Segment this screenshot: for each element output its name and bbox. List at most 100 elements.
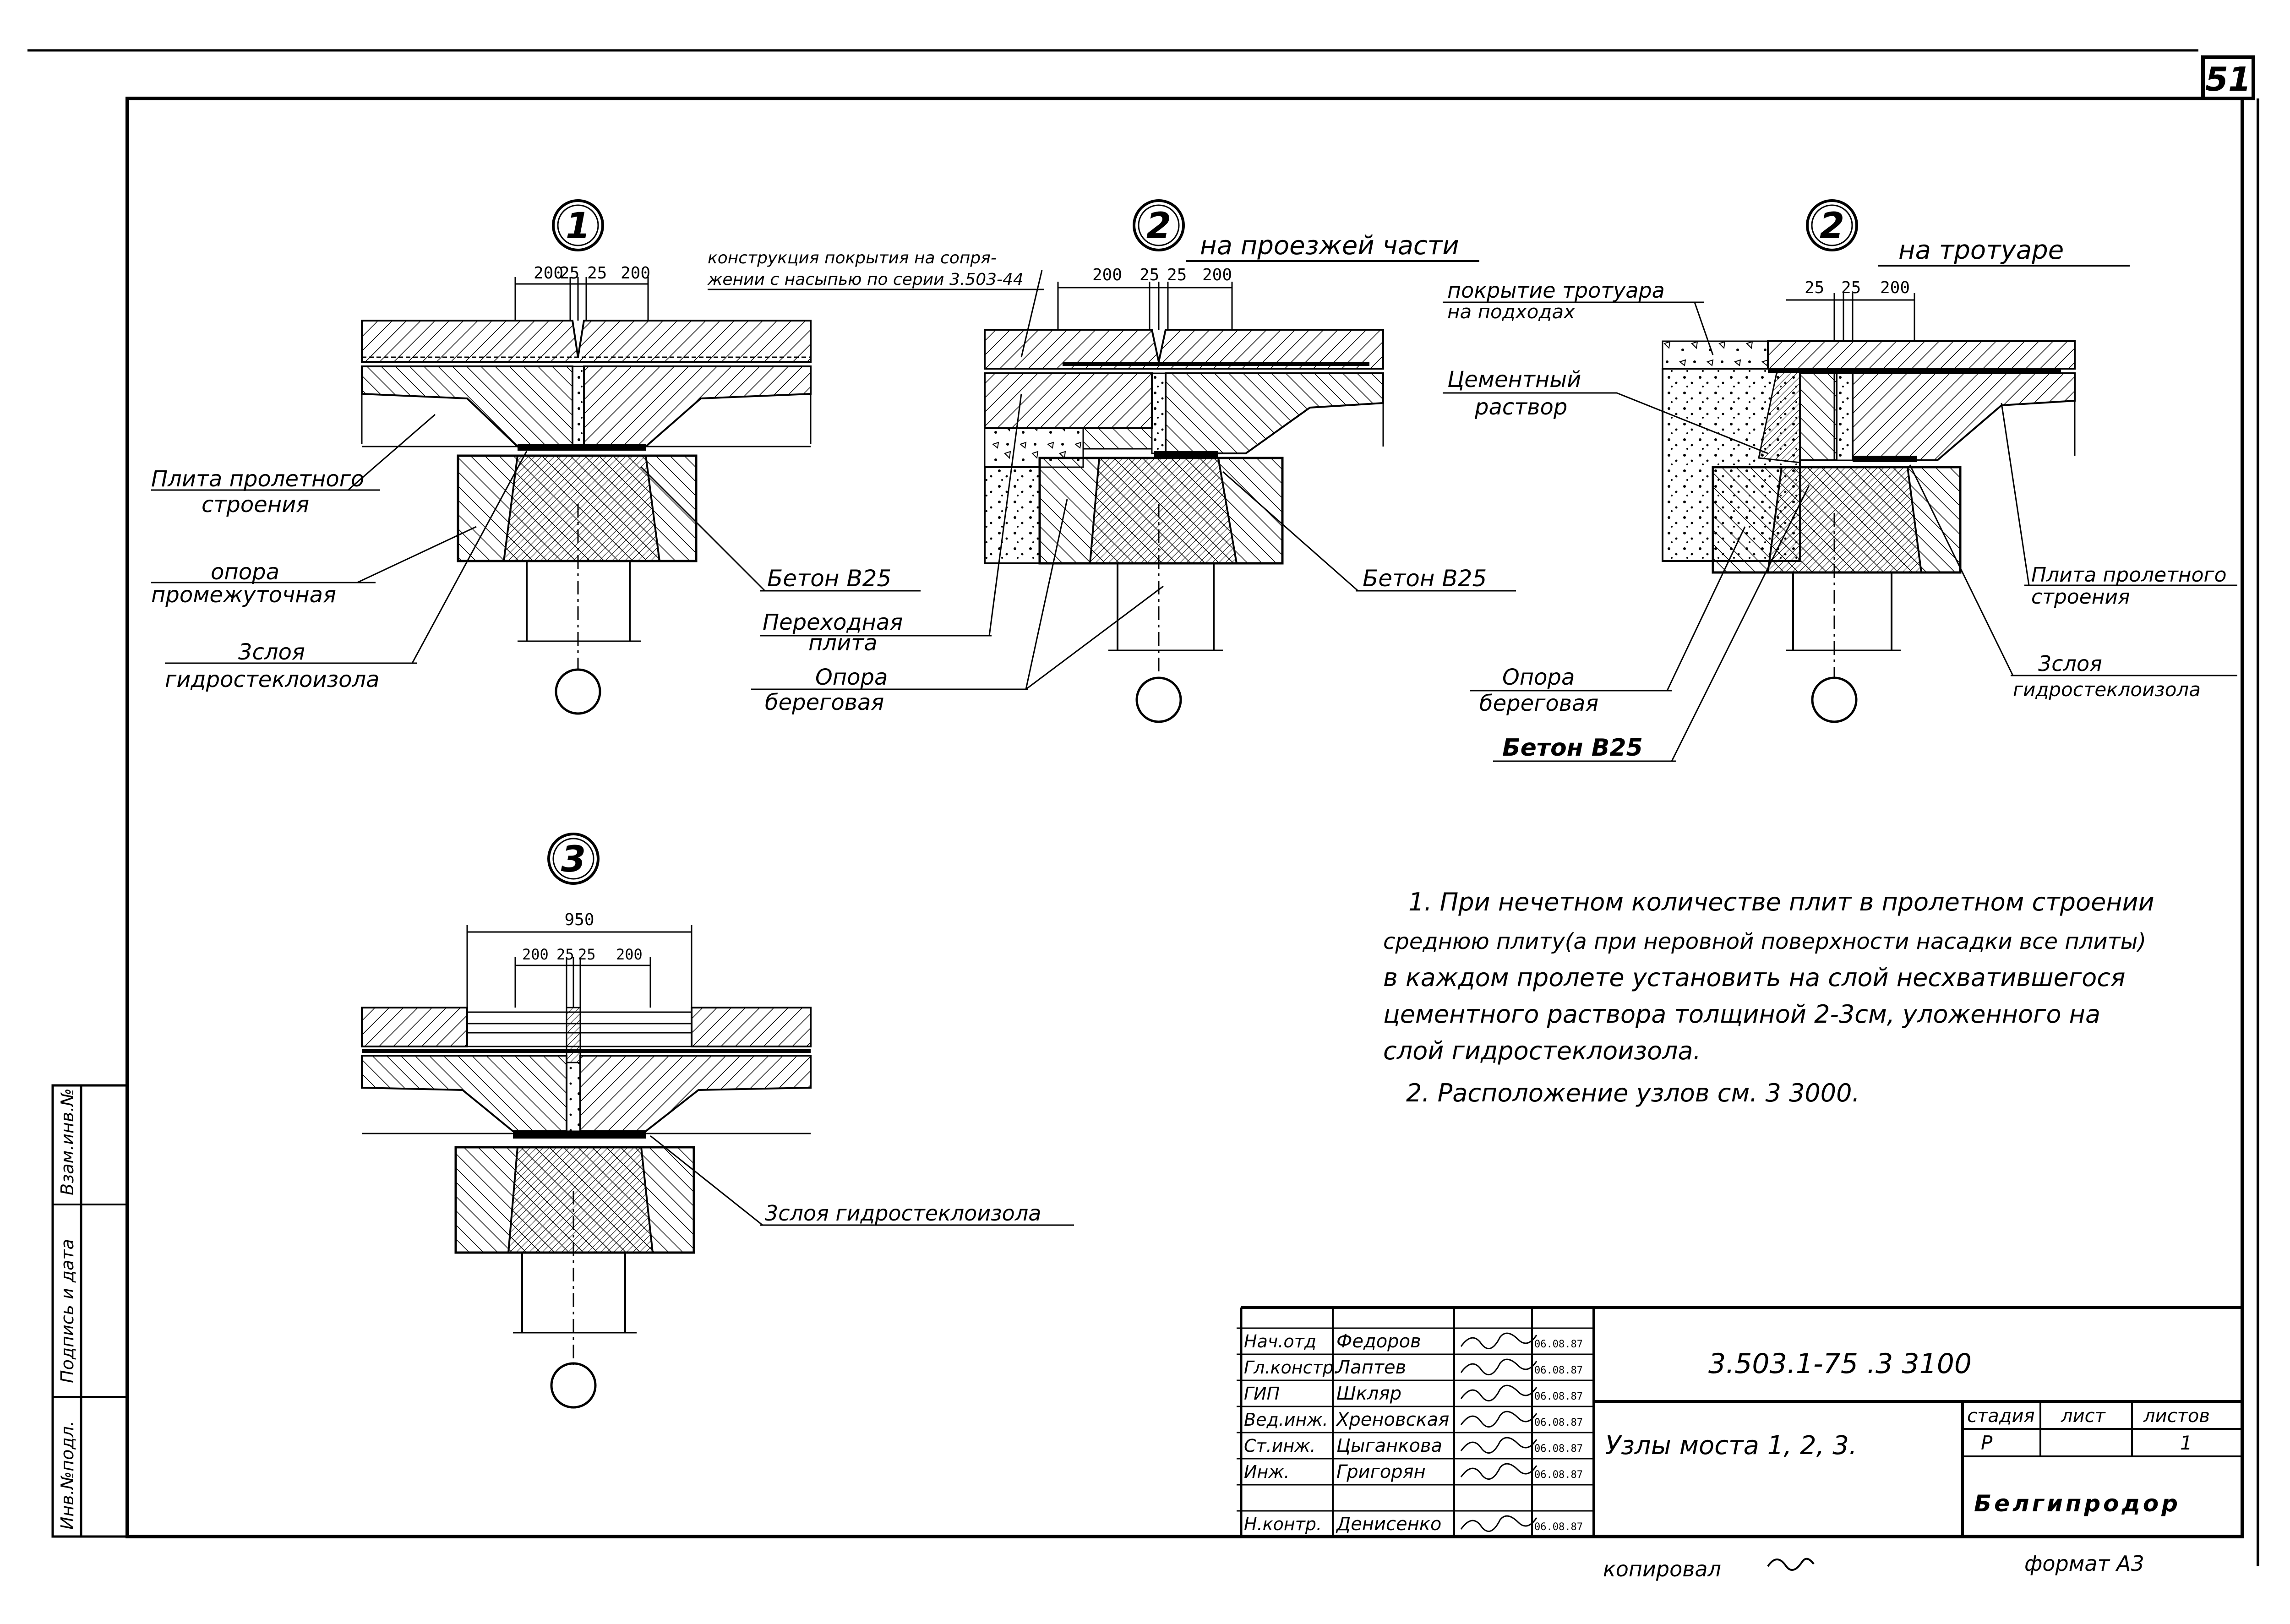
- sheet-number: 51: [2205, 60, 2251, 98]
- side-stamp-sign: Подпись и дата: [57, 1239, 77, 1383]
- d1-dim-3: 25: [587, 264, 607, 283]
- d1-dim-1: 200: [534, 264, 563, 283]
- stage-header: стадия: [1967, 1406, 2035, 1427]
- detail-3-number: 3: [561, 839, 586, 880]
- stamp-date: 06.08.87: [1534, 1365, 1583, 1376]
- side-stamp-inv: Инв.№подл.: [57, 1421, 77, 1530]
- d2-label-transition: Переходная плита: [760, 393, 1022, 656]
- copier-signature: [1767, 1558, 1815, 1571]
- detail-marker-1: [552, 199, 604, 251]
- d2b-label-concrete: Бетон В25: [1493, 485, 1810, 762]
- signature-mark: [1460, 1515, 1538, 1532]
- detail-2b-number: 2: [1820, 206, 1844, 247]
- signature-mark: [1460, 1437, 1538, 1454]
- svg-text:плита: плита: [808, 630, 878, 656]
- org-name: Белгипродор: [1974, 1490, 2181, 1517]
- signature-mark: [1460, 1332, 1538, 1349]
- svg-text:Опора: Опора: [815, 665, 888, 690]
- signature-mark: [1460, 1358, 1538, 1375]
- detail-marker-2: [1133, 199, 1185, 251]
- paper-format: формат А3: [2024, 1551, 2144, 1576]
- svg-text:береговая: береговая: [1479, 691, 1598, 716]
- svg-text:гидростеклоизола: гидростеклоизола: [2013, 678, 2201, 701]
- signature-mark: [1460, 1384, 1538, 1401]
- svg-text:раствор: раствор: [1474, 394, 1567, 420]
- d2b-label-pavement: покрытие тротуара на подходах: [1443, 278, 1714, 355]
- d3-dim-3: 25: [578, 946, 596, 963]
- detail-2: 2 на проезжей части конструкция покрытия…: [707, 199, 1516, 723]
- note-line-2: среднюю плиту(а при неровной поверхности…: [1383, 929, 2146, 954]
- d3-dim-2: 25: [556, 946, 574, 963]
- detail-marker-3: [547, 833, 600, 885]
- svg-text:строения: строения: [2031, 585, 2130, 609]
- d2-note-2: жении с насыпью по серии 3.503-44: [707, 270, 1024, 289]
- stamp-role: ГИП: [1244, 1384, 1280, 1404]
- svg-text:3слоя гидростеклоизола: 3слоя гидростеклоизола: [765, 1201, 1041, 1226]
- d2b-title: на тротуаре: [1898, 235, 2064, 265]
- d1-label-pier: опора промежуточная: [151, 526, 477, 608]
- stamp-role: Нач.отд: [1244, 1331, 1316, 1352]
- d2b-dim-3: 200: [1880, 278, 1910, 297]
- stamp-role: Ст.инж.: [1244, 1436, 1316, 1456]
- stamp-date: 06.08.87: [1534, 1417, 1583, 1428]
- side-stamp: Инв.№подл. Подпись и дата Взам.инв.№: [51, 1084, 128, 1538]
- d2b-label-mortar: Цементный раствор: [1443, 367, 1768, 454]
- stamp-role: Инж.: [1244, 1462, 1290, 1482]
- stamp-name: Лаптев: [1336, 1357, 1406, 1378]
- d2-dim-4: 200: [1202, 266, 1232, 284]
- stamp-role: Н.контр.: [1244, 1514, 1322, 1534]
- d2b-dim-2: 25: [1841, 278, 1861, 297]
- stamp-name: Хреновская: [1336, 1409, 1449, 1430]
- svg-text:Цементный: Цементный: [1447, 367, 1581, 392]
- svg-text:Плита пролетного: Плита пролетного: [151, 466, 364, 492]
- svg-text:опора: опора: [211, 559, 279, 585]
- stamp-name: Денисенко: [1336, 1514, 1441, 1535]
- detail-marker-2b: [1806, 199, 1858, 251]
- stamp-date: 06.08.87: [1534, 1391, 1583, 1402]
- stamp-name: Цыганкова: [1336, 1435, 1442, 1456]
- d1-label-concrete: Бетон В25: [640, 466, 921, 592]
- stamp-name: Шкляр: [1336, 1383, 1401, 1404]
- d2b-label-abutment: Опора береговая: [1470, 526, 1746, 716]
- d2-dim-2: 25: [1140, 266, 1159, 284]
- svg-text:3слоя: 3слоя: [2038, 651, 2102, 676]
- d2b-dim-1: 25: [1805, 278, 1824, 297]
- detail-2-sidewalk: 2 на тротуаре 25 25 200: [1443, 199, 2237, 762]
- signature-mark: [1460, 1463, 1538, 1480]
- d2-note-1: конструкция покрытия на сопря-: [708, 249, 997, 267]
- stamp-date: 06.08.87: [1534, 1469, 1583, 1481]
- stamp-date: 06.08.87: [1534, 1521, 1583, 1533]
- svg-text:Бетон В25: Бетон В25: [1502, 734, 1643, 762]
- d3-dim-total: 950: [564, 910, 594, 929]
- svg-text:строения: строения: [202, 492, 309, 518]
- notes: 1. При нечетном количестве плит в пролет…: [1383, 888, 2154, 1107]
- d3-dim-1: 200: [522, 946, 549, 963]
- detail-1: 1 200 25 25 200 Плита пролетного: [151, 199, 921, 715]
- stamp-name: Григорян: [1336, 1461, 1426, 1482]
- d1-label-layers: 3слоя гидростеклоизола: [165, 451, 528, 692]
- svg-text:Плита пролетного: Плита пролетного: [2031, 563, 2227, 587]
- stamp-date: 06.08.87: [1534, 1339, 1583, 1350]
- note-line-1: 1. При нечетном количестве плит в пролет…: [1408, 888, 2154, 916]
- stage-value: Р: [1981, 1432, 1993, 1454]
- sheet-header: лист: [2061, 1406, 2106, 1427]
- note-line-5: слой гидростеклоизола.: [1383, 1036, 1701, 1065]
- d2-dim-1: 200: [1092, 266, 1122, 284]
- note-line-6: 2. Расположение узлов см. 3 3000.: [1406, 1079, 1860, 1107]
- signature-mark: [1460, 1411, 1538, 1428]
- note-line-4: цементного раствора толщиной 2-3см, улож…: [1383, 1000, 2100, 1029]
- sheets-header: листов: [2143, 1406, 2210, 1427]
- svg-text:береговая: береговая: [765, 690, 884, 715]
- svg-text:Переходная: Переходная: [763, 610, 903, 635]
- svg-text:3слоя: 3слоя: [238, 639, 305, 665]
- d2b-label-layers: 3слоя гидростеклоизола: [1909, 464, 2237, 701]
- svg-text:на подходах: на подходах: [1447, 300, 1576, 323]
- detail-2-number: 2: [1146, 206, 1171, 247]
- svg-text:гидростеклоизола: гидростеклоизола: [165, 667, 380, 692]
- note-line-3: в каждом пролете установить на слой несх…: [1383, 963, 2125, 992]
- detail-1-number: 1: [566, 206, 590, 247]
- copied-by: копировал: [1603, 1557, 1721, 1581]
- d3-label-layers: 3слоя гидростеклоизола: [650, 1135, 1074, 1226]
- doc-code: 3.503.1-75 .3 3100: [1708, 1348, 1972, 1380]
